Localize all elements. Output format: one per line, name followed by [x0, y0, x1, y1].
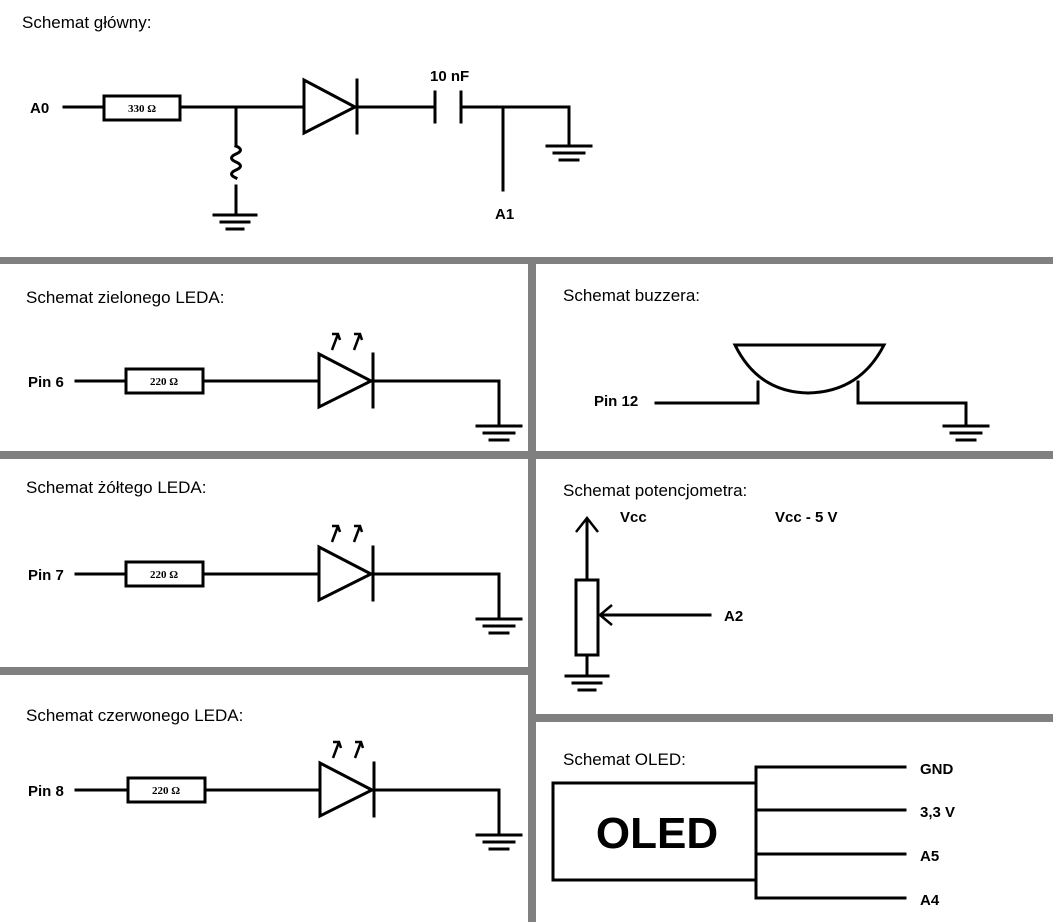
yellow-led-diode: [317, 544, 375, 603]
potentiometer-wiper-arrow: [598, 604, 712, 626]
separator-vertical: [528, 264, 536, 922]
vcc-arrow-icon: [575, 515, 599, 582]
oled-pin-a5: A5: [920, 848, 939, 865]
oled-module-label: OLED: [596, 809, 718, 858]
ground-symbol-main-2: [545, 144, 593, 162]
buzzer-pin: Pin 12: [594, 393, 638, 410]
diode-main: [302, 77, 359, 136]
green-led-schematic: Schemat zielonego LEDA: Pin 6 220 Ω: [26, 288, 523, 442]
separator-top: [0, 257, 1053, 264]
yellow-led-title: Schemat żółtego LEDA:: [26, 478, 206, 497]
yellow-led-ground-symbol: [475, 617, 523, 635]
green-led-pin: Pin 6: [28, 374, 64, 391]
green-led-diode: [317, 351, 375, 410]
buzzer-title: Schemat buzzera:: [563, 286, 700, 305]
buzzer-body: [732, 343, 887, 395]
green-led-light-arrows-icon: [330, 332, 364, 351]
panel-separators: [0, 257, 1053, 922]
red-led-light-arrows-icon: [331, 740, 365, 759]
potentiometer-output-a2: A2: [724, 608, 743, 625]
red-led-resistor-label: 220 Ω: [152, 785, 180, 797]
separator-right-1: [534, 451, 1053, 459]
resistor-330-label: 330 Ω: [128, 103, 156, 115]
oled-pin-a4: A4: [920, 892, 940, 909]
yellow-led-schematic: Schemat żółtego LEDA: Pin 7 220 Ω: [26, 478, 523, 635]
vcc-note: Vcc - 5 V: [775, 509, 838, 526]
potentiometer-title: Schemat potencjometra:: [563, 481, 747, 500]
buzzer-ground-symbol: [942, 424, 990, 442]
potentiometer-body: [574, 578, 600, 657]
oled-schematic: Schemat OLED: OLED GND 3,3 V A5 A4: [551, 750, 955, 909]
separator-left-1: [0, 451, 530, 459]
output-pin-a1: A1: [495, 206, 514, 223]
red-led-schematic: Schemat czerwonego LEDA: Pin 8 220 Ω: [26, 706, 523, 851]
green-led-ground-symbol: [475, 424, 523, 442]
red-led-ground-symbol: [475, 833, 523, 851]
vcc-label: Vcc: [620, 509, 647, 526]
buzzer-schematic: Schemat buzzera: Pin 12: [563, 286, 990, 442]
oled-title: Schemat OLED:: [563, 750, 686, 769]
red-led-diode: [318, 760, 376, 819]
yellow-led-pin: Pin 7: [28, 567, 64, 584]
oled-pin-gnd: GND: [920, 761, 954, 778]
red-led-pin: Pin 8: [28, 783, 64, 800]
potentiometer-schematic: Schemat potencjometra: Vcc Vcc - 5 V A2: [563, 481, 838, 692]
red-led-title: Schemat czerwonego LEDA:: [26, 706, 243, 725]
resistor-330: 330 Ω: [102, 94, 182, 122]
potentiometer-ground-symbol: [564, 674, 610, 692]
oled-pin-3v3: 3,3 V: [920, 804, 955, 821]
green-led-title: Schemat zielonego LEDA:: [26, 288, 224, 307]
green-led-resistor-label: 220 Ω: [150, 376, 178, 388]
capacitor-label: 10 nF: [430, 68, 469, 85]
separator-right-2: [534, 714, 1053, 722]
yellow-led-resistor-label: 220 Ω: [150, 569, 178, 581]
capacitor-10nf: 10 nF: [430, 68, 469, 124]
separator-left-2: [0, 667, 530, 675]
yellow-led-light-arrows-icon: [330, 524, 364, 543]
main-schematic: Schemat główny: A0 330 Ω 10 nF: [22, 13, 593, 231]
input-pin-a0: A0: [30, 100, 49, 117]
inductor-coil: [230, 105, 242, 217]
ground-symbol-main-1: [212, 213, 258, 231]
main-schematic-title: Schemat główny:: [22, 13, 151, 32]
